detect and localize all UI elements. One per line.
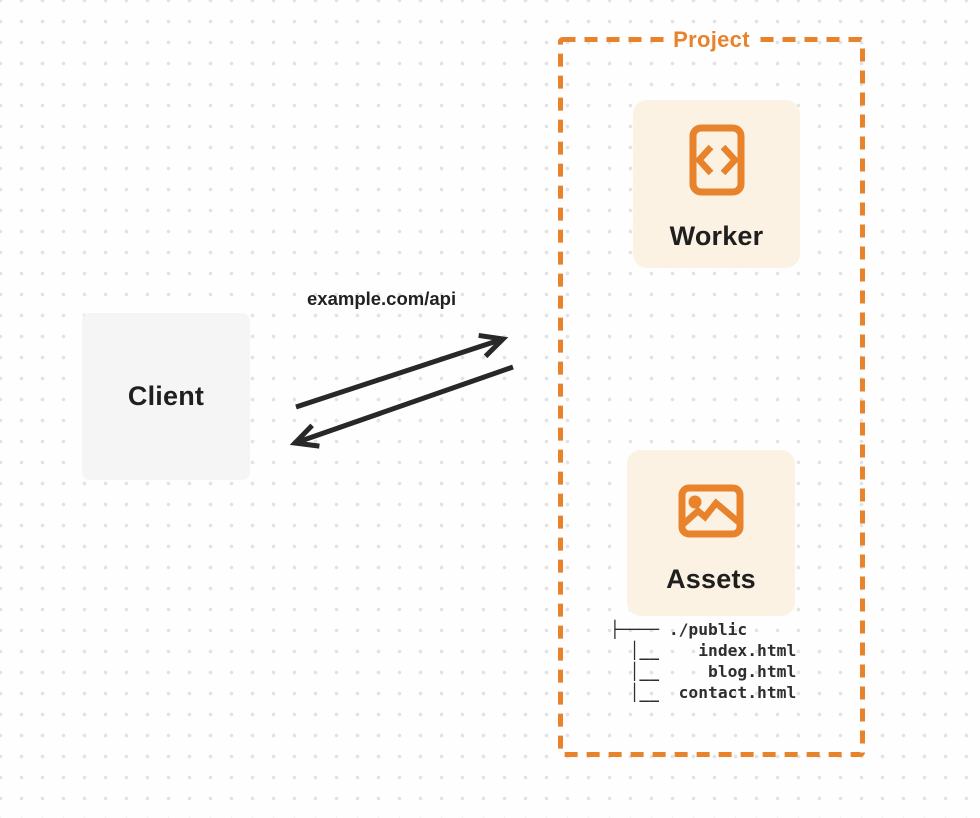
request-arrow [295, 332, 509, 410]
image-icon [678, 484, 744, 537]
project-label: Project [664, 27, 759, 53]
code-file-icon [689, 124, 744, 196]
file-tree: ├──── ./public │__ index.html │__ blog.h… [610, 619, 796, 703]
assets-label: Assets [666, 563, 756, 594]
client-node: Client [82, 313, 250, 480]
response-arrow [289, 364, 514, 449]
tree-line-index: │__ index.html [610, 641, 797, 660]
request-url-label: example.com/api [307, 288, 457, 309]
client-label: Client [127, 381, 205, 411]
worker-node: Worker [633, 100, 800, 268]
tree-line-contact: │__ contact.html [610, 683, 797, 702]
tree-line-blog: │__ blog.html [610, 662, 797, 681]
project-label-wrap: Project [558, 27, 865, 53]
tree-line-public: ├──── ./public [610, 620, 748, 639]
worker-label: Worker [669, 221, 764, 251]
assets-node: Assets [627, 450, 795, 616]
